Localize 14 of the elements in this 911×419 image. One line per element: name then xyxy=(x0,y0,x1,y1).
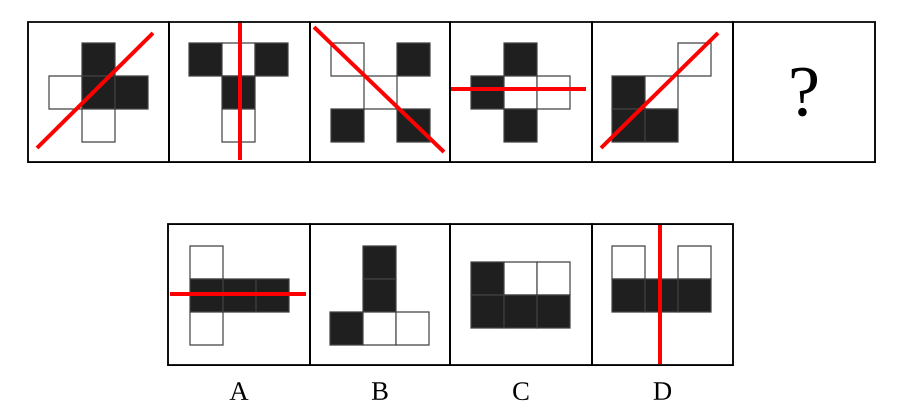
figure-panel xyxy=(168,21,311,163)
figure-panel xyxy=(449,223,593,366)
option-letter: D xyxy=(654,382,672,400)
figure-panel xyxy=(591,223,734,366)
option-letter: A xyxy=(230,382,248,400)
figure-panel xyxy=(27,21,170,163)
question-panel: ? xyxy=(732,21,876,163)
figure-panel xyxy=(309,223,451,366)
figure-panel xyxy=(449,21,593,163)
figure-panel xyxy=(167,223,311,366)
option-letter: B xyxy=(372,382,388,400)
figure-panel xyxy=(309,21,451,163)
figure-panel xyxy=(591,21,734,163)
option-letter: C xyxy=(513,382,528,400)
